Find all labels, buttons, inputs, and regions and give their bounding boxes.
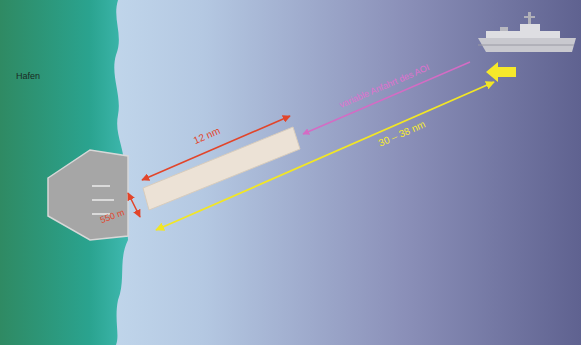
land-coast [0,0,128,345]
entrance-width-arrow [128,193,140,217]
place-name: Hafen [16,72,40,81]
corridor-length-arrow [142,116,290,180]
ship-silhouette [478,12,576,52]
approach-arrow [303,62,470,134]
approach-corridor [143,127,300,210]
distance-arrow [156,82,494,230]
direction-block-arrow [486,62,516,82]
harbor-piers [92,186,114,214]
harbor-basin [48,150,128,240]
